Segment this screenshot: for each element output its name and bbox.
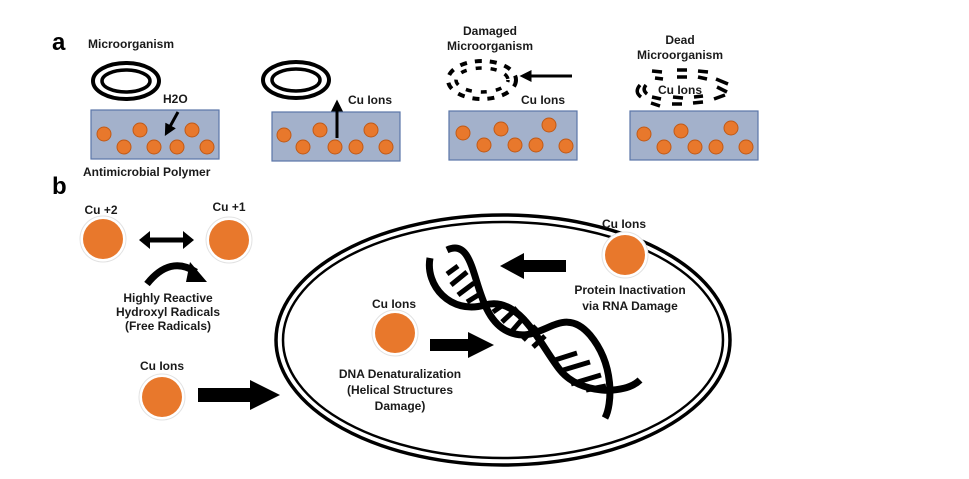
arrow-left-to-dna-icon (500, 253, 566, 279)
stage-1-caption: Antimicrobial Polymer (83, 165, 211, 179)
outside-cu-ion-icon (138, 373, 186, 421)
dna-cu-ions-label: Cu Ions (372, 297, 416, 311)
cu-plus2-label: Cu +2 (84, 203, 117, 217)
stage-2: Cu Ions (261, 60, 401, 162)
microorganism-intact-icon (91, 61, 161, 101)
panel-b-letter: b (52, 173, 67, 200)
stage-4-title-line1: Dead (665, 33, 694, 47)
stage-3-arrow-label: Cu Ions (521, 93, 565, 107)
dna-helix-icon (425, 244, 643, 420)
stage-3-title-line1: Damaged (463, 24, 517, 38)
rna-cu-ion-icon (601, 231, 649, 279)
h2o-label: H2O (163, 92, 188, 106)
stage-4-cu-ions-label: Cu Ions (658, 83, 702, 97)
stage-2-arrow-label: Cu Ions (348, 93, 392, 107)
arrow-right-to-dna-icon (430, 332, 494, 358)
radicals-line1: Highly Reactive (123, 291, 213, 305)
rna-effect-line2: via RNA Damage (582, 299, 678, 313)
stage-4: Dead Microorganism Cu Ions (629, 33, 759, 161)
radicals-line2: Hydroxyl Radicals (116, 305, 220, 319)
cell-membrane-icon (274, 213, 732, 467)
arrow-right-into-cell-icon (198, 380, 280, 410)
polymer-particles (636, 120, 754, 155)
cu-plus1-label: Cu +1 (212, 200, 245, 214)
panel-a-letter: a (52, 29, 66, 56)
stage-3-title-line2: Microorganism (447, 39, 533, 53)
microorganism-damaged-icon (446, 59, 518, 101)
radicals-line3: (Free Radicals) (125, 319, 211, 333)
dna-cu-ion-icon (371, 309, 419, 357)
curved-arrow-icon (144, 262, 207, 287)
dna-effect-line3: Damage) (375, 399, 426, 413)
polymer-particles (455, 117, 574, 154)
arrow-down-icon (164, 111, 180, 136)
stage-4-title-line2: Microorganism (637, 48, 723, 62)
polymer-particles (96, 122, 215, 155)
stage-1: Microorganism H2O Antimicrobial Polymer (83, 37, 220, 179)
cu-plus2-ion-icon (79, 215, 127, 263)
outside-cu-ions-label: Cu Ions (140, 359, 184, 373)
rna-cu-ions-label: Cu Ions (602, 217, 646, 231)
dna-effect-line2: (Helical Structures (347, 383, 453, 397)
dna-effect-line1: DNA Denaturalization (339, 367, 461, 381)
cu-plus1-ion-icon (205, 216, 253, 264)
microorganism-intact-icon (261, 60, 331, 100)
rna-effect-line1: Protein Inactivation (574, 283, 685, 297)
stage-3: Damaged Microorganism Cu Ions (446, 24, 578, 161)
stage-1-title: Microorganism (88, 37, 174, 51)
polymer-particles (276, 122, 394, 155)
microorganism-dead-icon (635, 68, 729, 108)
double-arrow-icon (139, 231, 194, 249)
